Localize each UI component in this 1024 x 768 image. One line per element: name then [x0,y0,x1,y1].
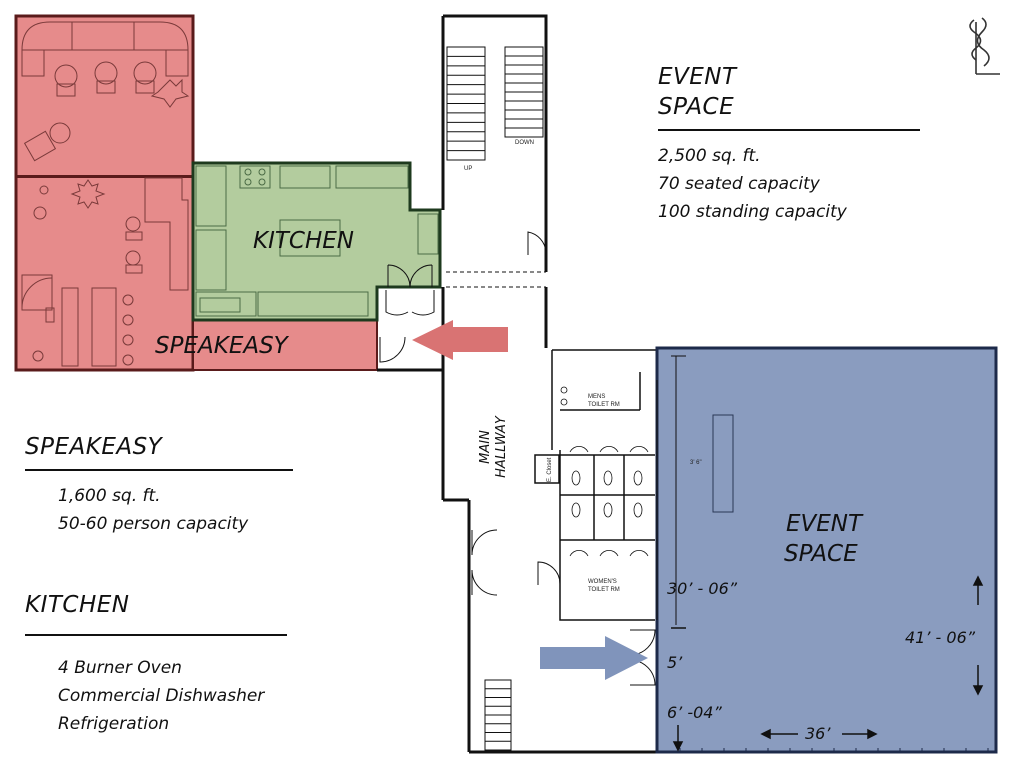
speakeasy-capacity: 50-60 person capacity [58,514,249,534]
event-seated: 70 seated capacity [658,174,820,194]
event-space-area[interactable]: 3' 6" [655,346,998,754]
event-legend-rule [658,129,920,131]
kitchen-legend-details: 4 Burner Oven Commercial Dishwasher Refr… [58,654,264,738]
kitchen-refrigeration: Refrigeration [58,714,170,734]
door-hall-b[interactable] [411,290,435,316]
speakeasy-area-text: 1,600 sq. ft. [58,486,161,506]
kitchen-dishwasher: Commercial Dishwasher [58,686,265,706]
mens-label-2: TOILET RM [588,402,620,408]
speakeasy-legend-details: 1,600 sq. ft. 50-60 person capacity [58,482,248,538]
kitchen-legend-rule [25,634,287,636]
event-plan-label: EVENT SPACE [784,509,863,569]
kitchen-legend-title: KITCHEN [25,592,130,618]
speakeasy-legend-title: SPEAKEASY [25,434,163,460]
event-standing: 100 standing capacity [658,202,847,222]
womens-label-1: WOMEN'S [588,579,617,585]
door-kitchen-right[interactable] [409,264,433,288]
arrow-to-event [540,636,648,680]
hallway-label-1: MAIN [478,430,493,464]
monogram-logo [960,14,1004,78]
arrow-to-speakeasy [412,320,508,360]
womens-label-2: TOILET RM [588,587,620,593]
dim-6-04: 6’ -04” [667,703,722,722]
speakeasy-area[interactable] [14,14,378,372]
speakeasy-plan-label: SPEAKEASY [155,333,288,359]
door-stair[interactable] [527,231,547,255]
mens-label-1: MENS [588,394,605,400]
kitchen-area[interactable] [191,161,442,322]
door-womens[interactable] [537,561,561,585]
speakeasy-legend-rule [25,469,293,471]
kitchen-plan-label: KITCHEN [253,228,355,254]
closet-label: E. Closet [547,457,553,482]
kitchen-oven: 4 Burner Oven [58,658,182,678]
stairs-up-label: UP [464,166,472,172]
dim-36: 36’ [805,724,831,743]
door-hall-c[interactable] [471,529,498,556]
door-hall-a[interactable] [385,290,409,316]
event-legend-title-1: EVENT [658,64,737,90]
event-area: 2,500 sq. ft. [658,146,761,166]
event-plan-label-2: SPACE [784,541,858,567]
event-plan-label-1: EVENT [786,511,863,537]
event-legend-details: 2,500 sq. ft. 70 seated capacity 100 sta… [658,142,847,226]
dim-5: 5’ [667,653,683,672]
hallway-label-2: HALLWAY [494,416,509,478]
stairs-down-label: DOWN [515,140,534,146]
bar-dim-label: 3' 6" [690,460,702,466]
door-hall-d[interactable] [471,569,498,596]
event-legend-title-2: SPACE [658,94,735,120]
restrooms [534,349,657,621]
dim-30-06: 30’ - 06” [667,579,738,598]
dim-41-06: 41’ - 06” [905,628,976,647]
event-legend-title: EVENT SPACE [658,62,737,122]
door-speakeasy[interactable] [379,336,406,363]
hallway-label: MAIN HALLWAY [478,416,510,492]
